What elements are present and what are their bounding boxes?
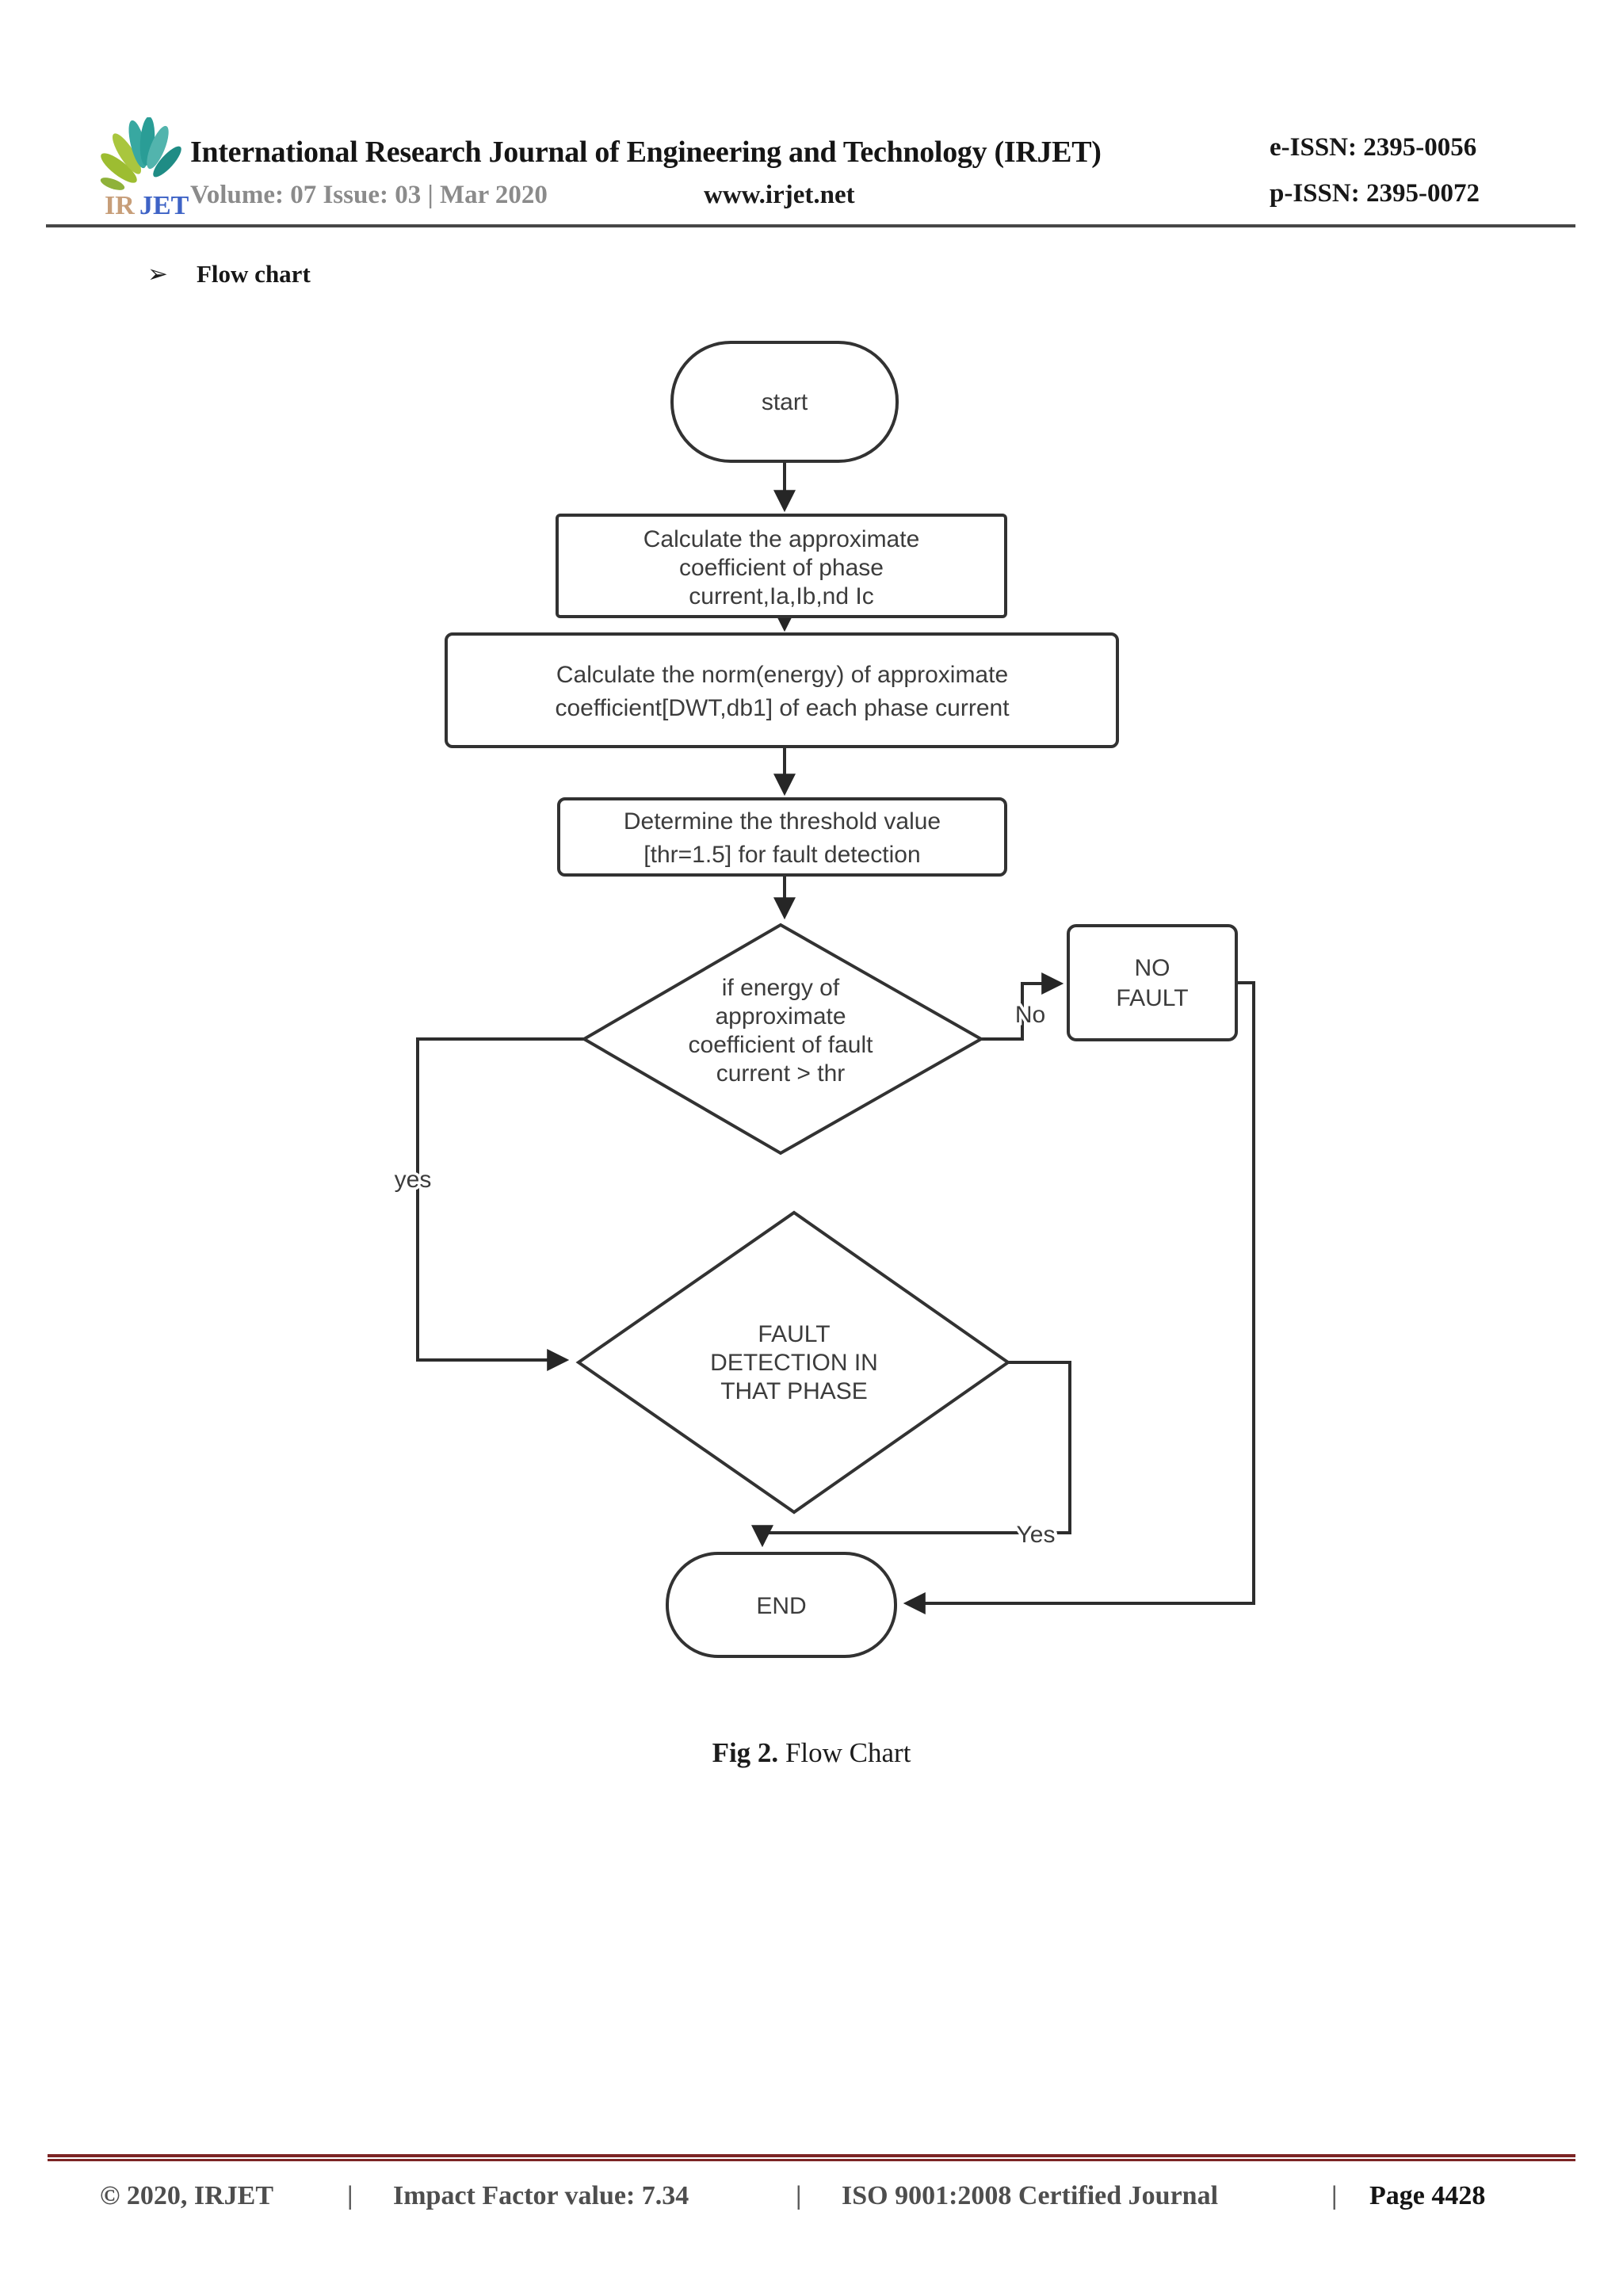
no-fault-line2: FAULT xyxy=(1116,985,1188,1011)
end-node xyxy=(666,1552,897,1658)
footer-iso: ISO 9001:2008 Certified Journal xyxy=(842,2181,1219,2210)
figure-caption-text: Flow Chart xyxy=(778,1737,911,1768)
edge-nofault-to-end xyxy=(903,981,1255,1614)
footer-separator: | xyxy=(796,2181,802,2210)
header-rule xyxy=(46,224,1575,227)
process-calc-coefficient-line1: Calculate the approximate xyxy=(643,526,920,552)
footer-page-number: Page 4428 xyxy=(1369,2181,1486,2210)
process-calc-norm xyxy=(445,632,1119,748)
end-label: END xyxy=(756,1593,806,1619)
figure-caption: Fig 2. Flow Chart xyxy=(0,1737,1623,1769)
decision1-line1: if energy of xyxy=(722,975,840,1001)
no-fault-node xyxy=(1067,924,1238,1041)
footer-copyright: © 2020, IRJET xyxy=(100,2181,274,2210)
section-heading: Flow chart xyxy=(197,260,311,288)
edge-no-to-nofault xyxy=(981,972,1064,1041)
decision1-line2: approximate xyxy=(715,1003,846,1030)
footer-impact-factor: Impact Factor value: 7.34 xyxy=(393,2181,689,2210)
process-threshold-line2: [thr=1.5] for fault detection xyxy=(643,842,920,868)
logo-text-ir: IR xyxy=(105,191,135,220)
process-calc-norm-line1: Calculate the norm(energy) of approximat… xyxy=(556,662,1008,688)
decision1-line4: current > thr xyxy=(716,1060,846,1087)
journal-title: International Research Journal of Engine… xyxy=(190,136,1102,169)
decision2-line1: FAULT xyxy=(758,1321,830,1347)
decision-fault-phase xyxy=(575,1210,1011,1515)
process-calc-coefficient xyxy=(556,514,1007,618)
edge-label-no: No xyxy=(1015,1002,1045,1028)
no-fault-line1: NO xyxy=(1135,955,1170,981)
volume-issue: Volume: 07 Issue: 03 | Mar 2020 xyxy=(190,181,548,209)
website-text: www.irjet.net xyxy=(704,181,855,209)
decision2-line3: THAT PHASE xyxy=(720,1378,868,1404)
process-threshold-line1: Determine the threshold value xyxy=(624,808,941,835)
decision2-line2: DETECTION IN xyxy=(710,1350,878,1376)
p-issn: p-ISSN: 2395-0072 xyxy=(1270,179,1480,208)
footer-separator: | xyxy=(347,2181,353,2210)
footer-separator: | xyxy=(1331,2181,1338,2210)
figure-caption-label: Fig 2. xyxy=(712,1737,779,1768)
footer-rule xyxy=(48,2154,1575,2161)
edge-label-yes-left: yes xyxy=(395,1167,432,1193)
edge-decision2-to-end xyxy=(751,1361,1071,1548)
process-calc-coefficient-line3: current,Ia,Ib,nd Ic xyxy=(689,583,873,609)
decision-energy-threshold xyxy=(581,923,985,1156)
process-calc-coefficient-line2: coefficient of phase xyxy=(679,555,884,581)
logo-text-jet: JET xyxy=(139,191,189,220)
process-threshold xyxy=(557,797,1007,877)
start-label: start xyxy=(762,389,808,415)
decision1-line3: coefficient of fault xyxy=(689,1032,874,1058)
irjet-logo: IR JET xyxy=(100,117,189,220)
edge-label-yes-bottom: Yes xyxy=(1017,1522,1056,1548)
footer: © 2020, IRJET | Impact Factor value: 7.3… xyxy=(0,2181,1623,2229)
arrow-bullet-icon: ➢ xyxy=(147,260,168,288)
logo-leaves-icon xyxy=(100,117,181,190)
process-calc-norm-line2: coefficient[DWT,db1] of each phase curre… xyxy=(555,695,1010,721)
edge-yes-to-decision2 xyxy=(416,1037,584,1371)
e-issn: e-ISSN: 2395-0056 xyxy=(1270,133,1477,162)
start-node xyxy=(670,341,899,463)
